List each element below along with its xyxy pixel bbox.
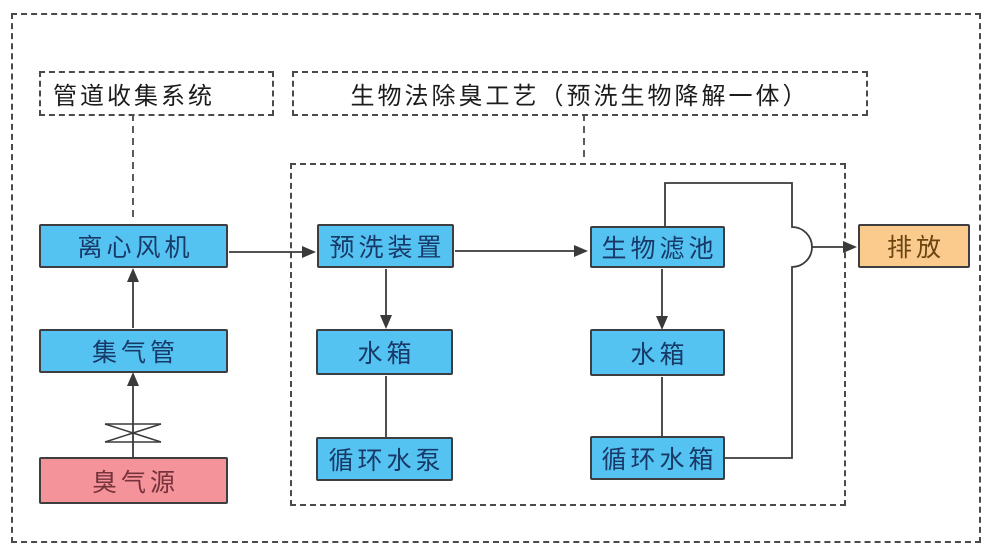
node-label: 离心风机 (77, 235, 194, 262)
arrow-up-icon (127, 268, 139, 282)
node-label: 循环水箱 (601, 447, 718, 474)
pipeline-group-label-text: 管道收集系统 (53, 84, 215, 110)
node-circulating-water-tank: 循环水箱 (590, 436, 725, 480)
node-label: 循环水泵 (328, 448, 445, 475)
process-group-label: 生物法除臭工艺（预洗生物降解一体） (292, 71, 868, 116)
arrow-up-icon (127, 372, 139, 386)
arrow-down-icon (380, 315, 392, 329)
arrow-right-icon (843, 241, 857, 253)
node-biofilter: 生物滤池 (590, 226, 725, 268)
node-odor-source: 臭气源 (39, 457, 228, 504)
node-label: 水箱 (630, 341, 689, 369)
node-biofilter-water-tank: 水箱 (590, 329, 725, 376)
node-label: 臭气源 (91, 469, 179, 497)
node-label: 集气管 (91, 340, 179, 367)
recirculation-loop (664, 182, 813, 459)
node-label: 生物滤池 (601, 236, 718, 263)
node-gas-collection-pipe: 集气管 (39, 329, 228, 373)
node-label: 排放 (886, 235, 945, 262)
node-prewash-unit: 预洗装置 (317, 224, 454, 268)
node-circulating-pump: 循环水泵 (316, 437, 453, 481)
node-centrifugal-fan: 离心风机 (39, 224, 228, 268)
node-label: 水箱 (357, 341, 416, 368)
node-prewash-water-tank: 水箱 (316, 329, 453, 375)
process-group-label-text: 生物法除臭工艺（预洗生物降解一体） (350, 84, 810, 110)
valve-icon (104, 423, 162, 443)
outer-dashed-frame (11, 13, 981, 543)
node-label: 预洗装置 (329, 235, 446, 262)
pipeline-group-label: 管道收集系统 (39, 71, 274, 116)
arrow-right-icon (302, 246, 316, 258)
arrow-right-icon (574, 245, 588, 257)
arrow-down-icon (656, 316, 668, 330)
node-discharge: 排放 (858, 224, 970, 268)
process-group-box (290, 163, 846, 506)
